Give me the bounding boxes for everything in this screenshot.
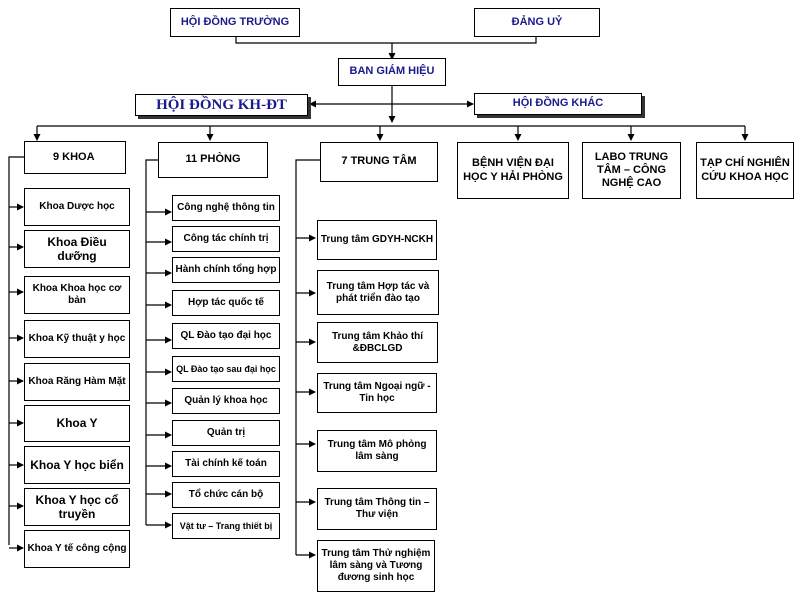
faculty-box: Khoa Điều dưỡng [24, 230, 130, 268]
center-box: Trung tâm Thử nghiệm lâm sàng và Tương đ… [317, 540, 435, 592]
science-council-box: HỘI ĐỒNG KH-ĐT [135, 94, 308, 116]
center-box: Trung tâm Mô phỏng lâm sàng [317, 430, 437, 472]
center-box: Trung tâm Khảo thí &ĐBCLGD [317, 322, 438, 363]
office-box: QL Đào tạo sau đại học [172, 356, 280, 382]
faculty-box: Khoa Kỹ thuật y học [24, 320, 130, 358]
offices-header: 11 PHÒNG [158, 142, 268, 178]
other-councils-box: HỘI ĐỒNG KHÁC [474, 93, 642, 115]
centers-header: 7 TRUNG TÂM [320, 142, 438, 182]
center-box: Trung tâm GDYH-NCKH [317, 220, 437, 260]
office-box: Vật tư – Trang thiết bị [172, 513, 280, 539]
center-box: Trung tâm Thông tin – Thư viện [317, 488, 437, 530]
office-box: Hành chính tổng hợp [172, 257, 280, 283]
hospital-box: BỆNH VIỆN ĐẠI HỌC Y HẢI PHÒNG [457, 142, 569, 199]
faculty-box: Khoa Khoa học cơ bản [24, 276, 130, 314]
center-box: Trung tâm Hợp tác và phát triển đào tạo [317, 270, 439, 315]
office-arrows [146, 208, 172, 529]
office-box: Hợp tác quốc tế [172, 290, 280, 316]
office-box: Công nghệ thông tin [172, 195, 280, 221]
office-box: Quản trị [172, 420, 280, 446]
faculties-header: 9 KHOA [24, 141, 126, 174]
faculty-box: Khoa Dược học [24, 188, 130, 226]
faculty-arrows [9, 203, 24, 552]
labo-box: LABO TRUNG TÂM – CÔNG NGHỆ CAO [582, 142, 681, 199]
faculty-box: Khoa Răng Hàm Mặt [24, 363, 130, 401]
faculty-box: Khoa Y học cổ truyền [24, 488, 130, 526]
journal-box: TẠP CHÍ NGHIÊN CỨU KHOA HỌC [696, 142, 794, 199]
faculty-box: Khoa Y học biển [24, 446, 130, 484]
office-box: QL Đào tạo đại học [172, 323, 280, 349]
office-box: Quản lý khoa học [172, 388, 280, 414]
office-box: Tổ chức cán bộ [172, 482, 280, 508]
office-box: Công tác chính trị [172, 226, 280, 252]
center-box: Trung tâm Ngoại ngữ - Tin học [317, 373, 437, 413]
center-arrows [296, 234, 316, 559]
party-committee-box: ĐẢNG UỶ [474, 8, 600, 37]
office-box: Tài chính kế toán [172, 451, 280, 477]
board-of-directors-box: BAN GIÁM HIỆU [338, 58, 446, 86]
university-council-box: HỘI ĐỒNG TRƯỜNG [170, 8, 300, 37]
faculty-box: Khoa Y [24, 405, 130, 442]
faculty-box: Khoa Y tế công cộng [24, 530, 130, 568]
